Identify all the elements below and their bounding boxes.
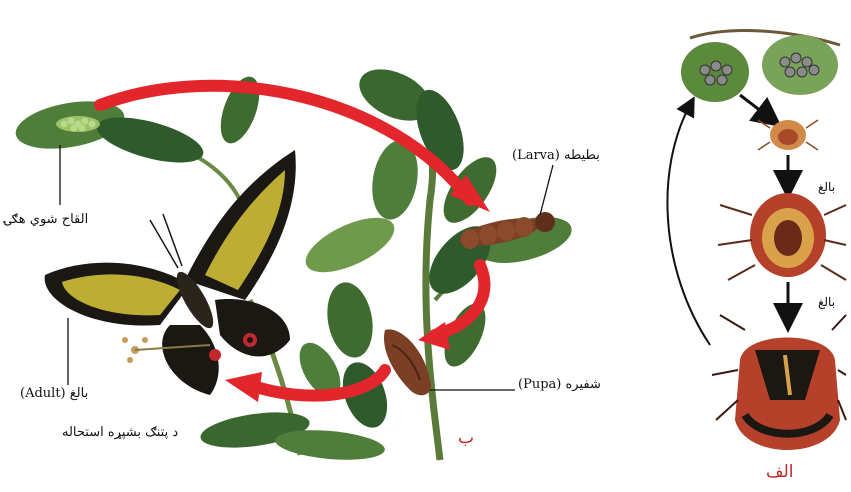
panel-a-illustration	[667, 31, 846, 450]
leaf-left	[681, 42, 749, 102]
plant-leaves	[12, 59, 577, 464]
label-pupa: شفیره (Pupa)	[518, 377, 601, 392]
panel-a-title: الف	[766, 462, 794, 482]
arrow-egg-nymph	[740, 95, 770, 118]
egg-cluster	[56, 116, 100, 132]
adult-shield-bug	[712, 315, 846, 450]
adult-butterfly	[45, 150, 296, 395]
caption-panel-b: د پتنګ بشپړه استحاله	[62, 425, 178, 440]
leaf-right	[762, 35, 838, 95]
label-eggs: القاح شوي هګۍ	[4, 212, 88, 227]
nymph-large	[718, 193, 846, 280]
arrow-head-pupa	[418, 322, 450, 350]
label-nymph-1: بالغ	[818, 180, 835, 194]
arrow-cycle-return	[667, 105, 710, 345]
panel-b-title: ب	[458, 428, 474, 448]
label-adult: بالغ (Adult)	[20, 386, 88, 401]
label-larva: بطیطه (Larva)	[512, 148, 600, 163]
nymph-small	[758, 120, 818, 150]
label-nymph-2: بالغ	[818, 295, 835, 309]
arrow-head-adult	[225, 372, 262, 402]
panel-b-illustration	[12, 59, 577, 464]
